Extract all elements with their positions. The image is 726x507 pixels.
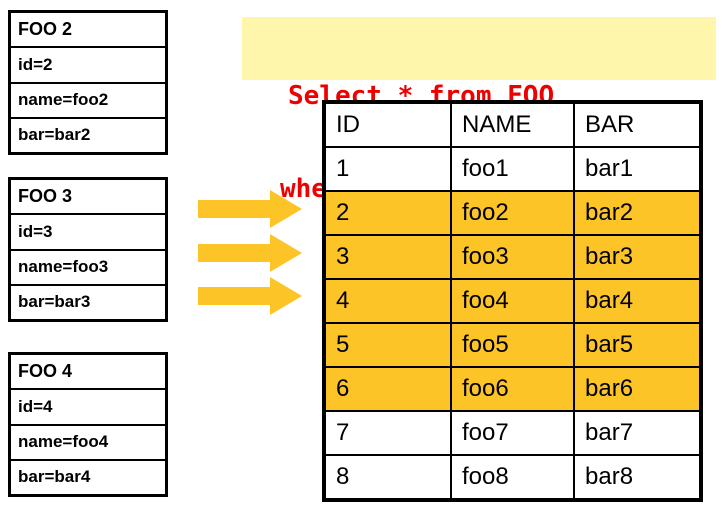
- record-field-name: name=foo2: [11, 84, 165, 119]
- cell-bar: bar8: [573, 454, 702, 501]
- cell-bar: bar3: [573, 234, 702, 280]
- record-box-foo4: FOO 4 id=4 name=foo4 bar=bar4: [8, 352, 168, 497]
- cell-id: 8: [323, 454, 452, 501]
- record-box-foo2: FOO 2 id=2 name=foo2 bar=bar2: [8, 10, 168, 155]
- column-header-id: ID: [323, 101, 452, 148]
- record-box-title: FOO 4: [11, 355, 165, 391]
- cell-id: 6: [323, 366, 452, 412]
- cell-name: foo6: [450, 366, 575, 412]
- cell-name: foo2: [450, 190, 575, 236]
- right-arrow-icon: [198, 234, 302, 272]
- cell-id: 4: [323, 278, 452, 324]
- table-row: 8 foo8 bar8: [323, 454, 702, 501]
- table-row: 7 foo7 bar7: [323, 410, 702, 456]
- column-header-name: NAME: [450, 101, 575, 148]
- table-row: 1 foo1 bar1: [323, 146, 702, 192]
- cell-name: foo7: [450, 410, 575, 456]
- cell-bar: bar5: [573, 322, 702, 368]
- right-arrow-icon: [198, 190, 302, 228]
- table-row: 5 foo5 bar5: [323, 322, 702, 368]
- cell-name: foo8: [450, 454, 575, 501]
- record-box-title: FOO 2: [11, 13, 165, 49]
- table-row: 6 foo6 bar6: [323, 366, 702, 412]
- cell-bar: bar1: [573, 146, 702, 192]
- record-field-name: name=foo3: [11, 251, 165, 286]
- result-table-body: 1 foo1 bar1 2 foo2 bar2 3 foo3 bar3 4 fo…: [323, 146, 702, 501]
- cell-name: foo4: [450, 278, 575, 324]
- cell-bar: bar7: [573, 410, 702, 456]
- table-row: 2 foo2 bar2: [323, 190, 702, 236]
- record-field-name: name=foo4: [11, 426, 165, 461]
- record-field-id: id=4: [11, 390, 165, 426]
- cell-name: foo5: [450, 322, 575, 368]
- cell-id: 2: [323, 190, 452, 236]
- cell-id: 5: [323, 322, 452, 368]
- record-box-title: FOO 3: [11, 180, 165, 216]
- column-header-bar: BAR: [573, 101, 702, 148]
- sql-query: Select * from FOO where id > 1 and id < …: [242, 17, 716, 204]
- cell-bar: bar4: [573, 278, 702, 324]
- record-field-bar: bar=bar2: [18, 125, 91, 145]
- cell-name: foo1: [450, 146, 575, 192]
- table-row: 3 foo3 bar3: [323, 234, 702, 280]
- record-field-id: id=3: [11, 215, 165, 251]
- cell-id: 7: [323, 410, 452, 456]
- record-box-foo3: FOO 3 id=3 name=foo3 bar=bar3: [8, 177, 168, 322]
- cell-name: foo3: [450, 234, 575, 280]
- record-field-id: id=2: [11, 48, 165, 84]
- table-header-row: ID NAME BAR: [323, 101, 702, 148]
- cell-id: 3: [323, 234, 452, 280]
- cell-bar: bar6: [573, 366, 702, 412]
- table-row: 4 foo4 bar4: [323, 278, 702, 324]
- record-field-bar: bar=bar4: [18, 467, 91, 487]
- record-field-bar: bar=bar3: [18, 292, 91, 312]
- cell-bar: bar2: [573, 190, 702, 236]
- result-table: ID NAME BAR 1 foo1 bar1 2 foo2 bar2 3 fo…: [322, 100, 703, 502]
- cell-id: 1: [323, 146, 452, 192]
- right-arrow-icon: [198, 277, 302, 315]
